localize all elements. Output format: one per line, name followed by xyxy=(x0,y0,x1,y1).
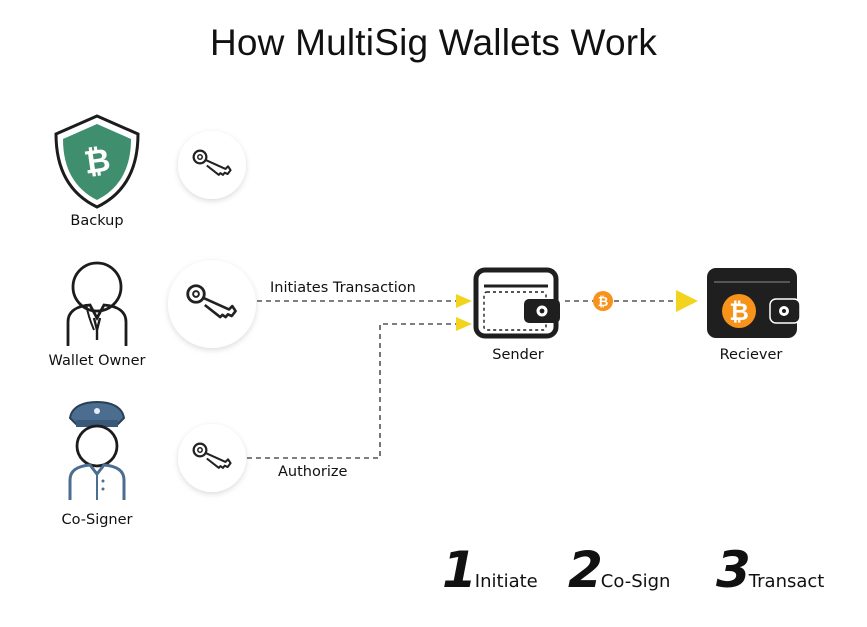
co-signer-label: Co-Signer xyxy=(61,512,133,528)
officer-icon xyxy=(68,400,126,500)
flow-lines xyxy=(247,300,676,459)
bitcoin-icon: ₿ xyxy=(593,291,613,311)
wallet-icon xyxy=(473,267,560,339)
step-initiate: 1Initiate xyxy=(442,545,538,595)
key-icon xyxy=(178,131,246,199)
step-number: 3 xyxy=(716,541,751,599)
wallet-owner-label: Wallet Owner xyxy=(48,353,146,369)
arrow-head-icon xyxy=(456,317,472,331)
svg-text:₿: ₿ xyxy=(82,140,113,181)
arrow-head-icon xyxy=(456,294,472,308)
key-icon xyxy=(168,260,256,348)
step-label: Transact xyxy=(748,571,825,592)
authorize-flow-line xyxy=(247,323,456,459)
wallet-icon: ₿ xyxy=(707,268,801,338)
shield-bitcoin-icon: ₿ xyxy=(54,114,140,209)
authorize-label: Authorize xyxy=(278,464,348,480)
key-icon xyxy=(178,424,246,492)
step-transact: 3Transact xyxy=(716,545,824,595)
person-icon xyxy=(66,261,128,346)
backup-label: Backup xyxy=(70,213,124,229)
step-label: Co-Sign xyxy=(600,571,671,592)
svg-text:₿: ₿ xyxy=(598,295,609,310)
arrow-head-icon xyxy=(676,290,698,312)
sender-label: Sender xyxy=(492,347,544,363)
initiates-transaction-label: Initiates Transaction xyxy=(270,280,416,296)
svg-text:₿: ₿ xyxy=(729,298,749,326)
receiver-label: Reciever xyxy=(719,347,783,363)
step-number: 1 xyxy=(442,541,477,599)
step-number: 2 xyxy=(568,541,603,599)
step-co-sign: 2Co-Sign xyxy=(568,545,670,595)
step-label: Initiate xyxy=(474,571,538,592)
page-title: How MultiSig Wallets Work xyxy=(209,22,658,63)
